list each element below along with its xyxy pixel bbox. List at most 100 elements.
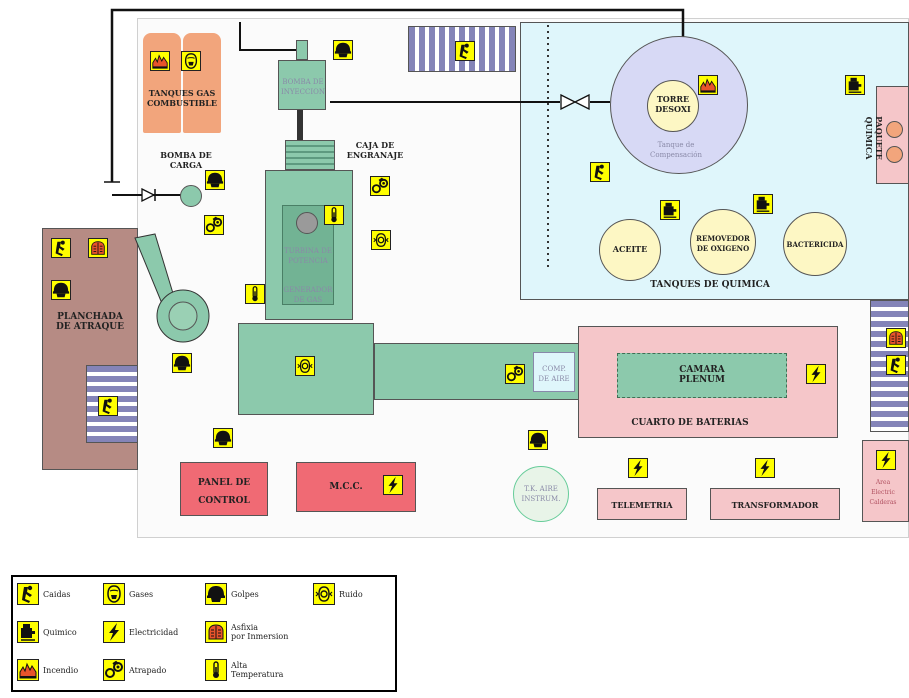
legend-label: Alta Temperatura: [231, 661, 284, 679]
turbina-label: TURBINA DE POTENCIA: [284, 247, 332, 265]
caidas-icon: [98, 396, 118, 416]
bomba-inyeccion-label: BOMBA DE INYECCION: [281, 78, 325, 96]
legend: Caidas Gases Golpes Ruido Quimico Electr…: [11, 575, 397, 692]
golpes-icon: [51, 280, 71, 300]
legend-item-incendio: Incendio: [17, 659, 78, 681]
tanque-compensacion-label: Tanque de Compensación: [650, 141, 702, 159]
gas-tank-right: [183, 33, 221, 133]
caja-engranaje-label: CAJA DE ENGRANAJE: [346, 140, 404, 160]
gases-icon: [181, 51, 201, 71]
turbine-rotor: [296, 212, 318, 234]
legend-label: Atrapado: [129, 665, 167, 675]
planchada-label: PLANCHADA DE ATRAQUE: [56, 312, 124, 332]
ruido-icon: [295, 356, 315, 376]
telemetria-label: TELEMETRIA: [611, 500, 673, 510]
legend-item-golpes: Golpes: [205, 583, 259, 605]
control-panel: [180, 462, 268, 516]
gearbox: [285, 140, 335, 170]
atrapado-icon: [505, 364, 525, 384]
tank-aceite: [599, 219, 661, 281]
legend-item-quimico: Quimico: [17, 621, 77, 643]
air-tank: [513, 466, 569, 522]
alta-temperatura-icon: [245, 284, 265, 304]
legend-label: Electricidad: [129, 627, 179, 637]
incendio-icon: [17, 659, 39, 681]
charge-pump: [180, 185, 202, 207]
deoxy-tower-core: [647, 80, 699, 132]
caidas-icon: [886, 355, 906, 375]
caidas-icon: [17, 583, 39, 605]
atrapado-icon: [370, 176, 390, 196]
check-valve-icon: [141, 187, 156, 203]
comp-aire-label: COMP. DE AIRE: [538, 365, 570, 383]
legend-label: Ruido: [339, 589, 363, 599]
electricidad-icon: [383, 475, 403, 495]
ruido-icon: [371, 230, 391, 250]
injection-pump-shaft: [296, 40, 308, 60]
golpes-icon: [172, 353, 192, 373]
aceite-label: ACEITE: [612, 244, 648, 254]
cuarto-label: CUARTO DE BATERIAS: [631, 418, 749, 428]
plant-layout: TANQUES GAS COMBUSTIBLE BOMBA DE INYECCI…: [42, 8, 909, 538]
asfixia-icon: [205, 621, 227, 643]
electricidad-icon: [876, 450, 896, 470]
comp-aire-box: [533, 352, 575, 392]
transformer-room: [710, 488, 840, 520]
caidas-icon: [455, 41, 475, 61]
asfixia-icon: [88, 238, 108, 258]
caidas-icon: [51, 238, 71, 258]
golpes-icon: [528, 430, 548, 450]
bomba-carga-label: BOMBA DE CARGA: [160, 150, 212, 170]
electricidad-icon: [628, 458, 648, 478]
legend-item-alta-temperatura: Alta Temperatura: [205, 659, 283, 681]
ruido-icon: [313, 583, 335, 605]
legend-item-gases: Gases: [103, 583, 153, 605]
bactericida-label: BACTERICIDA: [786, 240, 844, 249]
telemetry-room: [597, 488, 687, 520]
removedor-label: REMOVEDOR DE OXIGENO: [696, 234, 750, 253]
tank-removedor: [690, 209, 756, 275]
legend-label: Incendio: [43, 665, 79, 675]
quimico-icon: [660, 200, 680, 220]
torre-label: TORRE DESOXI: [655, 94, 691, 114]
panel-label: PANEL DE CONTROL: [197, 478, 251, 506]
plenum-chamber: [617, 353, 787, 398]
asfixia-icon: [886, 328, 906, 348]
legend-item-ruido: Ruido: [313, 583, 363, 605]
golpes-icon: [205, 170, 225, 190]
legend-label: Caidas: [43, 589, 71, 599]
quimico-icon: [845, 75, 865, 95]
electricidad-icon: [103, 621, 125, 643]
legend-label: Golpes: [231, 589, 259, 599]
camara-label: CAMARA PLENUM: [679, 365, 725, 385]
legend-label: Asfixia por Inmersion: [231, 623, 289, 641]
legend-item-electricidad: Electricidad: [103, 621, 178, 643]
davit-crane: [134, 233, 210, 343]
atrapado-icon: [204, 215, 224, 235]
gas-tank-left: [143, 33, 181, 133]
quimico-icon: [753, 194, 773, 214]
injection-pump: [278, 60, 326, 110]
alta-temperatura-icon: [324, 205, 344, 225]
legend-label: Gases: [129, 589, 154, 599]
chem-pkg-circle-2: [886, 146, 903, 163]
incendio-icon: [698, 75, 718, 95]
electricidad-icon: [755, 458, 775, 478]
legend-item-asfixia: Asfixia por Inmersion: [205, 621, 288, 643]
golpes-icon: [333, 40, 353, 60]
paquete-label: PAQUETE QUIMICA: [864, 116, 884, 160]
alta-temperatura-icon: [205, 659, 227, 681]
electricidad-icon: [806, 364, 826, 384]
golpes-icon: [213, 428, 233, 448]
generador-label: GENERADOR DE GAS: [283, 286, 333, 304]
atrapado-icon: [103, 659, 125, 681]
area-partial-label: Area Electric Calderas: [869, 479, 897, 506]
legend-item-atrapado: Atrapado: [103, 659, 166, 681]
chem-pkg-circle-1: [886, 121, 903, 138]
legend-label: Quimico: [43, 627, 77, 637]
tanques-quimica-label: TANQUES DE QUIMICA: [650, 280, 770, 290]
golpes-icon: [205, 583, 227, 605]
mcc-label: M.C.C.: [329, 482, 363, 492]
quimico-icon: [17, 621, 39, 643]
tank-bactericida: [783, 212, 847, 276]
